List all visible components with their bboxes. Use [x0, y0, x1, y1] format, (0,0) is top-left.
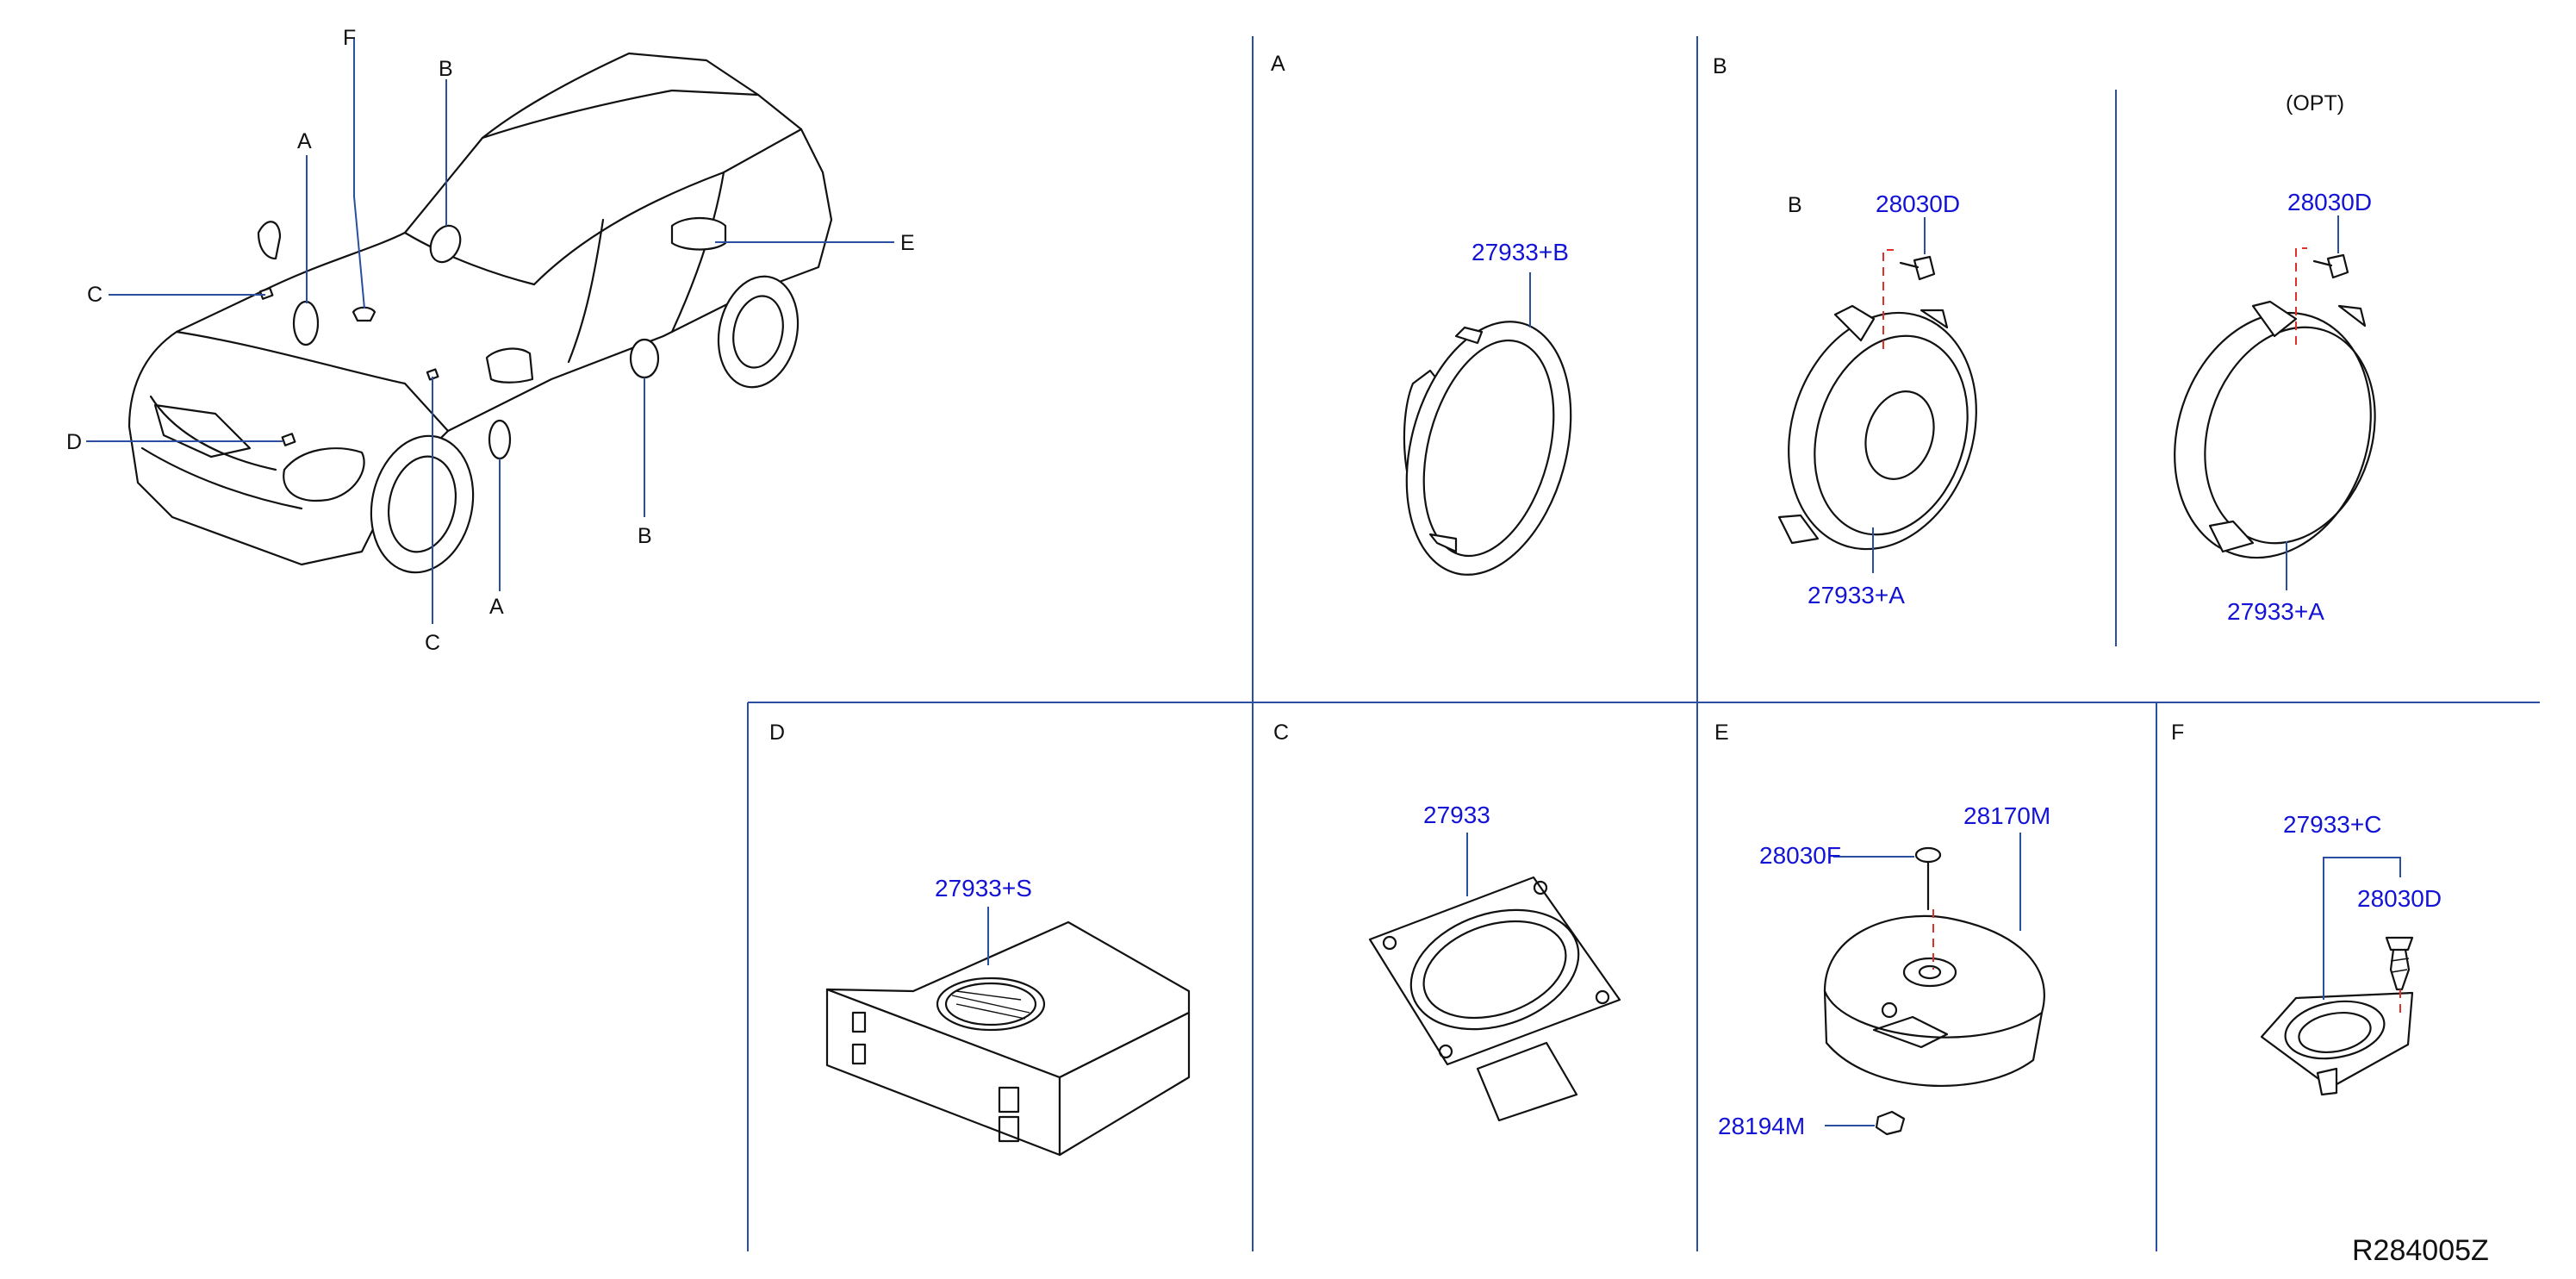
door-speaker-b [1777, 304, 1977, 551]
callout-d: D [66, 430, 82, 454]
callout-b-bottom: B [638, 524, 652, 548]
panel-b-sub-label: B [1788, 193, 1802, 217]
panel-f-label: F [2171, 721, 2184, 745]
panel-b-opt-label: (OPT) [2286, 91, 2344, 115]
figure-id: R284005Z [2352, 1234, 2489, 1267]
part-27933: 27933 [1423, 802, 1490, 828]
panel-d: D 27933+S [769, 721, 1191, 1157]
part-27933-c: 27933+C [2283, 811, 2381, 838]
screw-28030d-f [2385, 936, 2414, 991]
part-27933-b: 27933+B [1472, 239, 1569, 265]
nut-28194m [1875, 1110, 1906, 1136]
vehicle-callout-leaders [86, 39, 894, 624]
part-27933-a-opt: 27933+A [2227, 598, 2324, 625]
panel-a: A 27933+B [1271, 52, 1572, 576]
part-28030f: 28030F [1759, 842, 1841, 869]
callout-a-top: A [297, 129, 312, 153]
callout-a-bottom: A [489, 595, 504, 619]
callout-f: F [343, 26, 356, 50]
panel-f: F 27933+C 28030D [2171, 721, 2442, 1096]
part-27933-a: 27933+A [1808, 582, 1905, 608]
part-28194m: 28194M [1718, 1113, 1805, 1139]
vehicle-overview [128, 52, 833, 574]
panel-d-label: D [769, 721, 785, 745]
subwoofer-box-d [825, 920, 1191, 1157]
panel-a-label: A [1271, 52, 1285, 76]
panel-c-label: C [1273, 721, 1289, 745]
callout-b-top: B [439, 57, 453, 81]
panel-e: E 28030F 28170M 28194M [1714, 721, 2050, 1139]
panel-c: C 27933 [1273, 721, 1621, 1122]
part-28170m: 28170M [1963, 802, 2050, 829]
woofer-e [1823, 914, 2045, 1087]
callout-c-left: C [87, 283, 103, 307]
oval-speaker-a [1403, 321, 1572, 576]
tweeter-f [2260, 991, 2414, 1096]
part-28030d-opt: 28030D [2287, 189, 2372, 215]
door-speaker-opt [2174, 300, 2376, 559]
part-27933-s: 27933+S [935, 875, 1032, 902]
callout-e: E [900, 231, 915, 255]
part-28030d-f: 28030D [2357, 885, 2442, 912]
screw-28030d-opt [2312, 253, 2349, 279]
square-speaker-c [1368, 876, 1621, 1122]
callout-c-bottom: C [425, 631, 440, 655]
panel-b-label: B [1713, 54, 1727, 78]
bolt-28030f [1914, 846, 1942, 911]
part-28030d-b: 28030D [1876, 190, 1960, 217]
panel-dividers [747, 36, 2540, 1251]
panel-b: B B (OPT) 28030D 27933+A [1713, 54, 2376, 625]
panel-e-label: E [1714, 721, 1729, 745]
vehicle-callout-labels: F B A C D E B A C [66, 26, 915, 655]
screw-28030d-b [1899, 255, 1936, 281]
